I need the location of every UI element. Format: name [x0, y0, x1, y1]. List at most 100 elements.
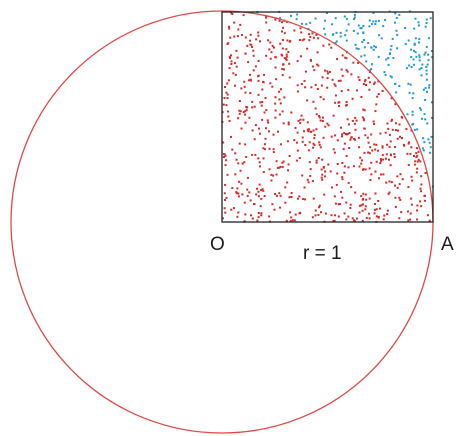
inside-point — [364, 79, 367, 81]
inside-point — [415, 152, 418, 155]
inside-point — [308, 141, 311, 144]
inside-point — [231, 187, 234, 189]
inside-point — [254, 153, 257, 156]
outside-point — [410, 56, 413, 58]
inside-point — [306, 121, 309, 124]
inside-point — [420, 175, 423, 178]
outside-point — [417, 21, 420, 24]
inside-point — [249, 199, 252, 202]
inside-point — [362, 83, 365, 85]
inside-point — [377, 200, 380, 202]
inside-point — [272, 151, 275, 154]
inside-point — [287, 123, 290, 126]
inside-point — [226, 173, 229, 176]
outside-point — [335, 40, 338, 43]
inside-point — [397, 129, 399, 132]
inside-point — [223, 153, 226, 156]
outside-point — [413, 42, 416, 45]
inside-point — [269, 41, 272, 44]
inside-point — [228, 55, 231, 58]
inside-point — [237, 28, 240, 31]
outside-point — [421, 147, 424, 150]
inside-point — [361, 219, 364, 222]
inside-point — [263, 73, 265, 76]
outside-point — [334, 42, 337, 45]
inside-point — [363, 151, 366, 154]
inside-point — [239, 110, 242, 113]
outside-point — [413, 27, 416, 30]
inside-point — [310, 130, 313, 133]
inside-point — [262, 81, 265, 84]
inside-point — [312, 142, 315, 145]
inside-point — [246, 176, 249, 179]
outside-point — [394, 12, 397, 15]
inside-point — [363, 80, 366, 83]
outside-point — [343, 15, 346, 18]
inside-point — [373, 81, 376, 84]
inside-point — [258, 183, 261, 186]
inside-point — [278, 113, 281, 116]
inside-point — [274, 109, 277, 112]
inside-point — [360, 195, 363, 198]
inside-point — [407, 142, 410, 145]
inside-point — [388, 158, 390, 161]
outside-point — [407, 39, 410, 42]
outside-point — [418, 38, 421, 41]
inside-point — [263, 111, 266, 114]
inside-point — [303, 130, 305, 133]
inside-point — [416, 204, 419, 207]
inside-point — [224, 154, 227, 157]
inside-point — [304, 70, 307, 73]
inside-point — [364, 134, 367, 137]
inside-point — [409, 152, 412, 155]
inside-point — [257, 60, 260, 62]
inside-point — [332, 114, 335, 117]
inside-point — [285, 219, 288, 222]
inside-point — [243, 85, 246, 88]
inside-point — [268, 147, 271, 150]
inside-point — [253, 105, 256, 108]
inside-point — [409, 212, 412, 215]
outside-point — [362, 31, 365, 34]
inside-point — [344, 133, 347, 135]
inside-point — [226, 93, 229, 96]
inside-point — [311, 180, 314, 183]
inside-point — [403, 144, 406, 147]
inside-point — [373, 143, 376, 146]
inside-point — [227, 42, 230, 45]
inside-point — [266, 119, 269, 122]
inside-point — [261, 101, 264, 103]
inside-point — [314, 107, 317, 110]
inside-point — [315, 34, 318, 36]
inside-point — [396, 186, 399, 189]
inside-point — [239, 23, 242, 26]
inside-point — [368, 88, 371, 91]
inside-point — [385, 181, 388, 184]
inside-point — [283, 32, 286, 35]
inside-point — [373, 123, 376, 125]
inside-point — [350, 136, 353, 139]
inside-point — [279, 143, 282, 146]
inside-point — [296, 84, 299, 87]
inside-point — [260, 104, 263, 107]
inside-point — [362, 203, 364, 206]
inside-point — [265, 54, 268, 57]
inside-point — [294, 126, 297, 129]
inside-point — [394, 146, 397, 148]
inside-point — [265, 127, 267, 130]
inside-point — [321, 120, 324, 122]
inside-point — [322, 98, 325, 101]
inside-point — [387, 192, 390, 195]
inside-point — [381, 90, 384, 92]
outside-point — [279, 16, 282, 19]
outside-point — [392, 57, 395, 59]
inside-point — [351, 119, 354, 122]
inside-point — [275, 194, 278, 197]
outside-point — [427, 53, 430, 56]
sample-points — [221, 10, 434, 223]
inside-point — [267, 121, 270, 124]
inside-point — [274, 18, 277, 21]
inside-point — [375, 160, 378, 163]
inside-point — [339, 203, 342, 205]
